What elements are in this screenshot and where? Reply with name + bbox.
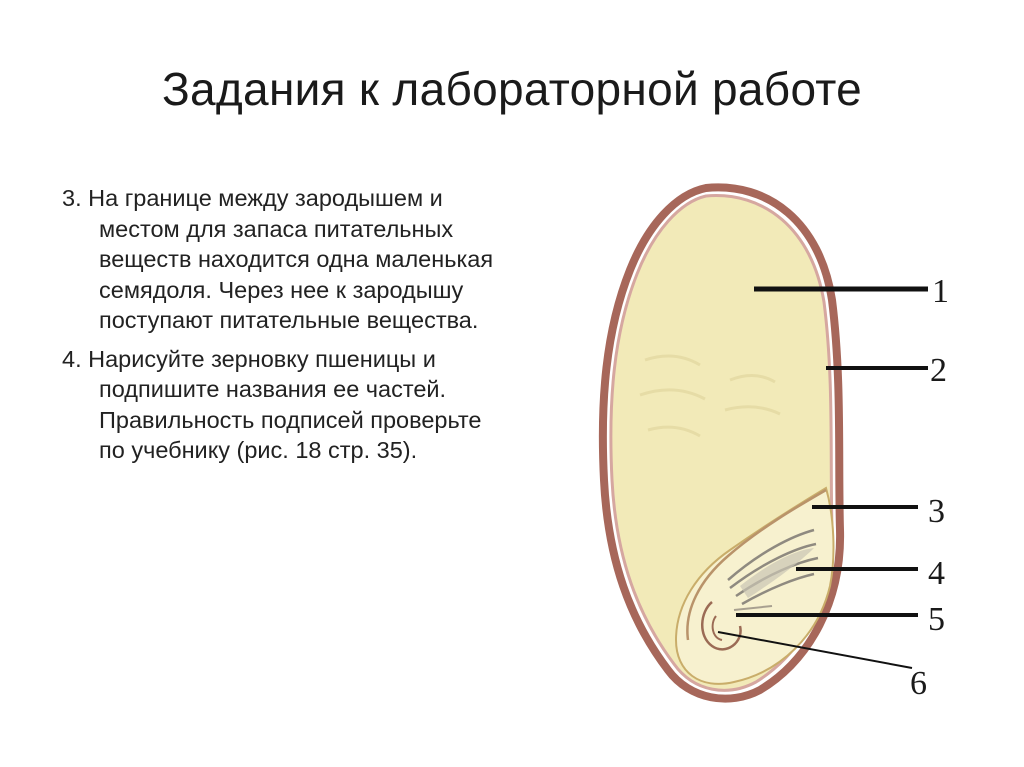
slide-title: Задания к лабораторной работе: [161, 63, 863, 115]
task-list: 3. На границе между зародышем и местом д…: [62, 183, 502, 474]
endosperm-texture: [639, 354, 781, 438]
wheat-grain-diagram: 1 2 3 4 5 6: [598, 183, 949, 703]
bud-line: [733, 605, 773, 611]
scutellum: [686, 488, 827, 641]
pointer-line-6: [717, 631, 913, 669]
task-item-4: 4. Нарисуйте зерновку пшеницы и подпишит…: [62, 345, 482, 464]
grain-coat-outer: [598, 183, 845, 703]
label-5: 5: [928, 601, 945, 638]
radicle-inner: [711, 615, 723, 641]
label-1: 1: [932, 273, 949, 310]
task-item-3: 3. На границе между зародышем и местом д…: [62, 185, 494, 333]
coleoptile-fill: [740, 548, 814, 598]
label-6: 6: [910, 665, 927, 702]
label-3: 3: [928, 493, 945, 530]
label-4: 4: [928, 555, 945, 592]
radicle: [701, 601, 742, 651]
coleoptile-stripes: [727, 528, 819, 606]
pointer-lines: [717, 286, 928, 669]
label-2: 2: [930, 352, 947, 389]
